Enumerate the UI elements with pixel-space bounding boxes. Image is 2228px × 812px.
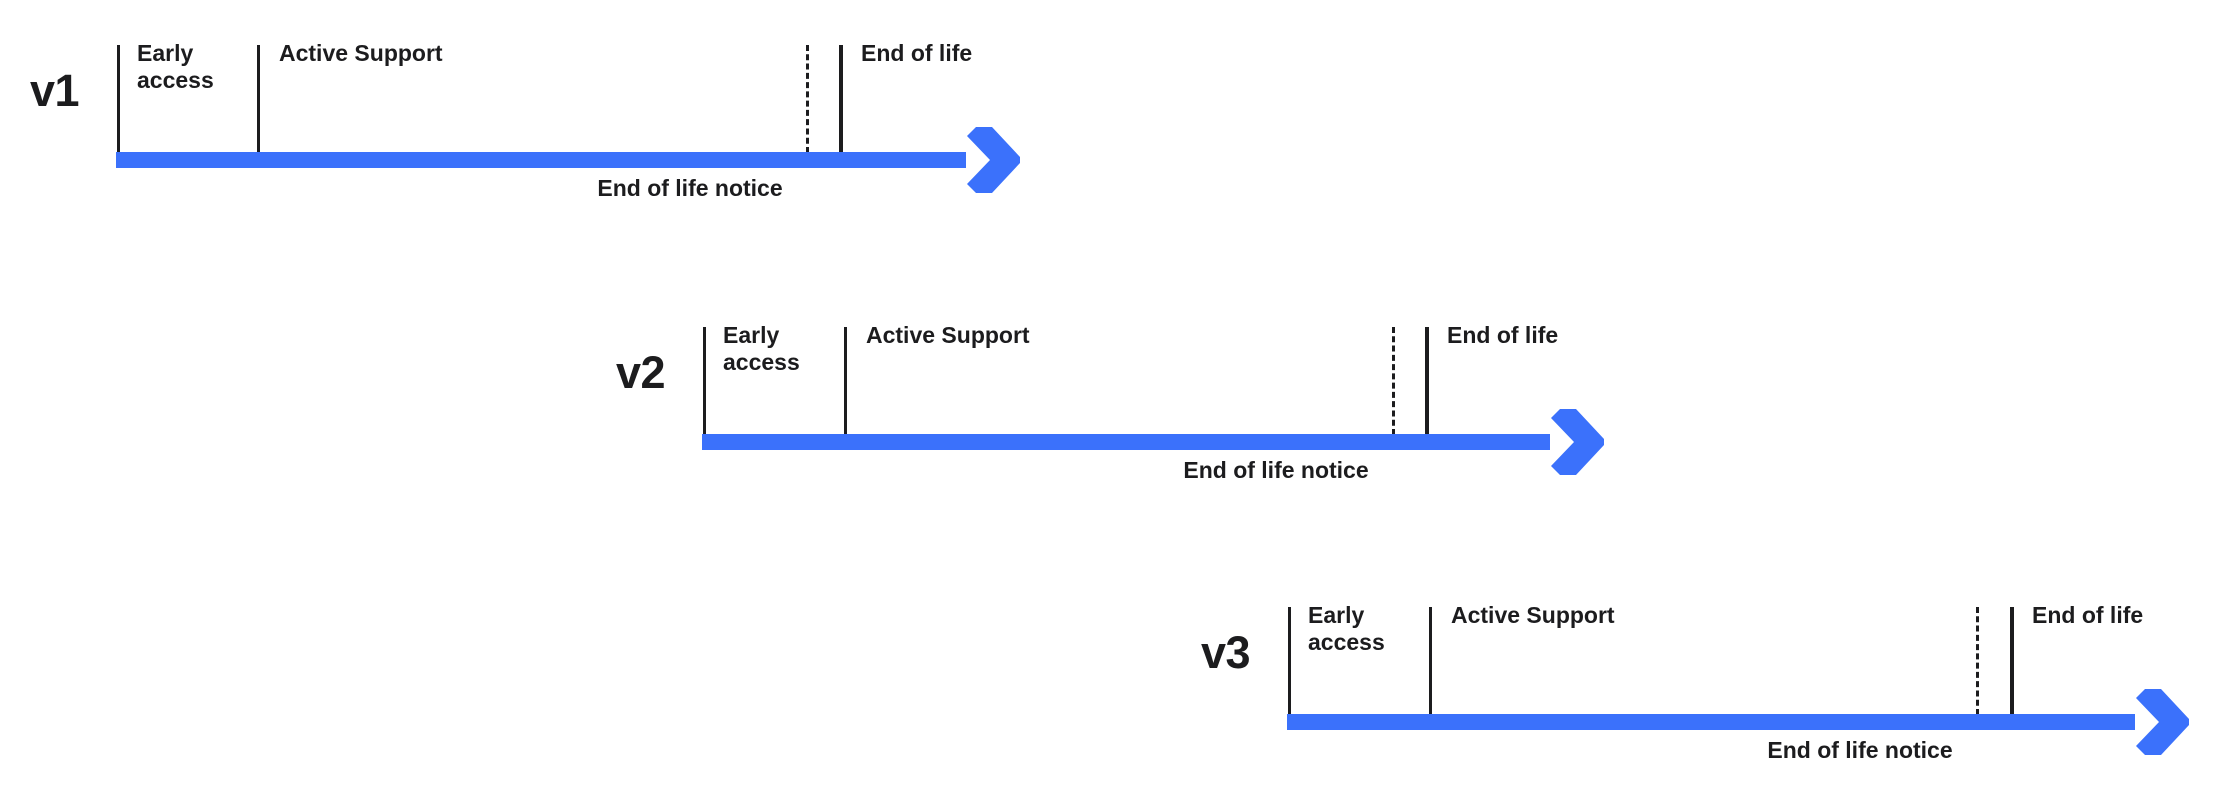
end-of-life-notice-label: End of life notice <box>1767 737 1953 763</box>
version-label-v2: v2 <box>616 347 666 398</box>
active-support-start-divider <box>1429 607 1432 715</box>
end-of-life-notice-label: End of life notice <box>597 175 783 201</box>
phase-label-active-support: Active Support <box>1451 602 1615 628</box>
phase-label-early-access: Early access <box>1308 602 1385 656</box>
phase-label-active-support: Active Support <box>866 322 1030 348</box>
phase-label-early-access: Early access <box>723 322 800 376</box>
active-support-start-divider <box>844 327 847 435</box>
end-of-life-start-divider <box>839 45 843 153</box>
lifecycle-track-bar <box>702 434 1550 450</box>
phase-label-active-support: Active Support <box>279 40 443 66</box>
lifecycle-track-bar <box>116 152 966 168</box>
phase-label-end-of-life: End of life <box>2032 602 2144 628</box>
end-of-life-notice-marker <box>1976 607 1979 715</box>
early-access-start-divider <box>117 45 120 153</box>
phase-label-early-access: Early access <box>137 40 214 94</box>
end-of-life-start-divider <box>1425 327 1429 435</box>
end-of-life-notice-marker <box>1392 327 1395 435</box>
version-label-v1: v1 <box>30 65 80 116</box>
lifecycle-track-bar <box>1287 714 2135 730</box>
early-access-start-divider <box>1288 607 1291 715</box>
phase-label-end-of-life: End of life <box>861 40 973 66</box>
phase-label-end-of-life: End of life <box>1447 322 1559 348</box>
track-arrow-icon <box>1551 409 1604 475</box>
end-of-life-notice-label: End of life notice <box>1183 457 1369 483</box>
early-access-start-divider <box>703 327 706 435</box>
end-of-life-start-divider <box>2010 607 2014 715</box>
end-of-life-notice-marker <box>806 45 809 153</box>
track-arrow-icon <box>2136 689 2189 755</box>
track-arrow-icon <box>967 127 1020 193</box>
active-support-start-divider <box>257 45 260 153</box>
version-label-v3: v3 <box>1201 627 1251 678</box>
